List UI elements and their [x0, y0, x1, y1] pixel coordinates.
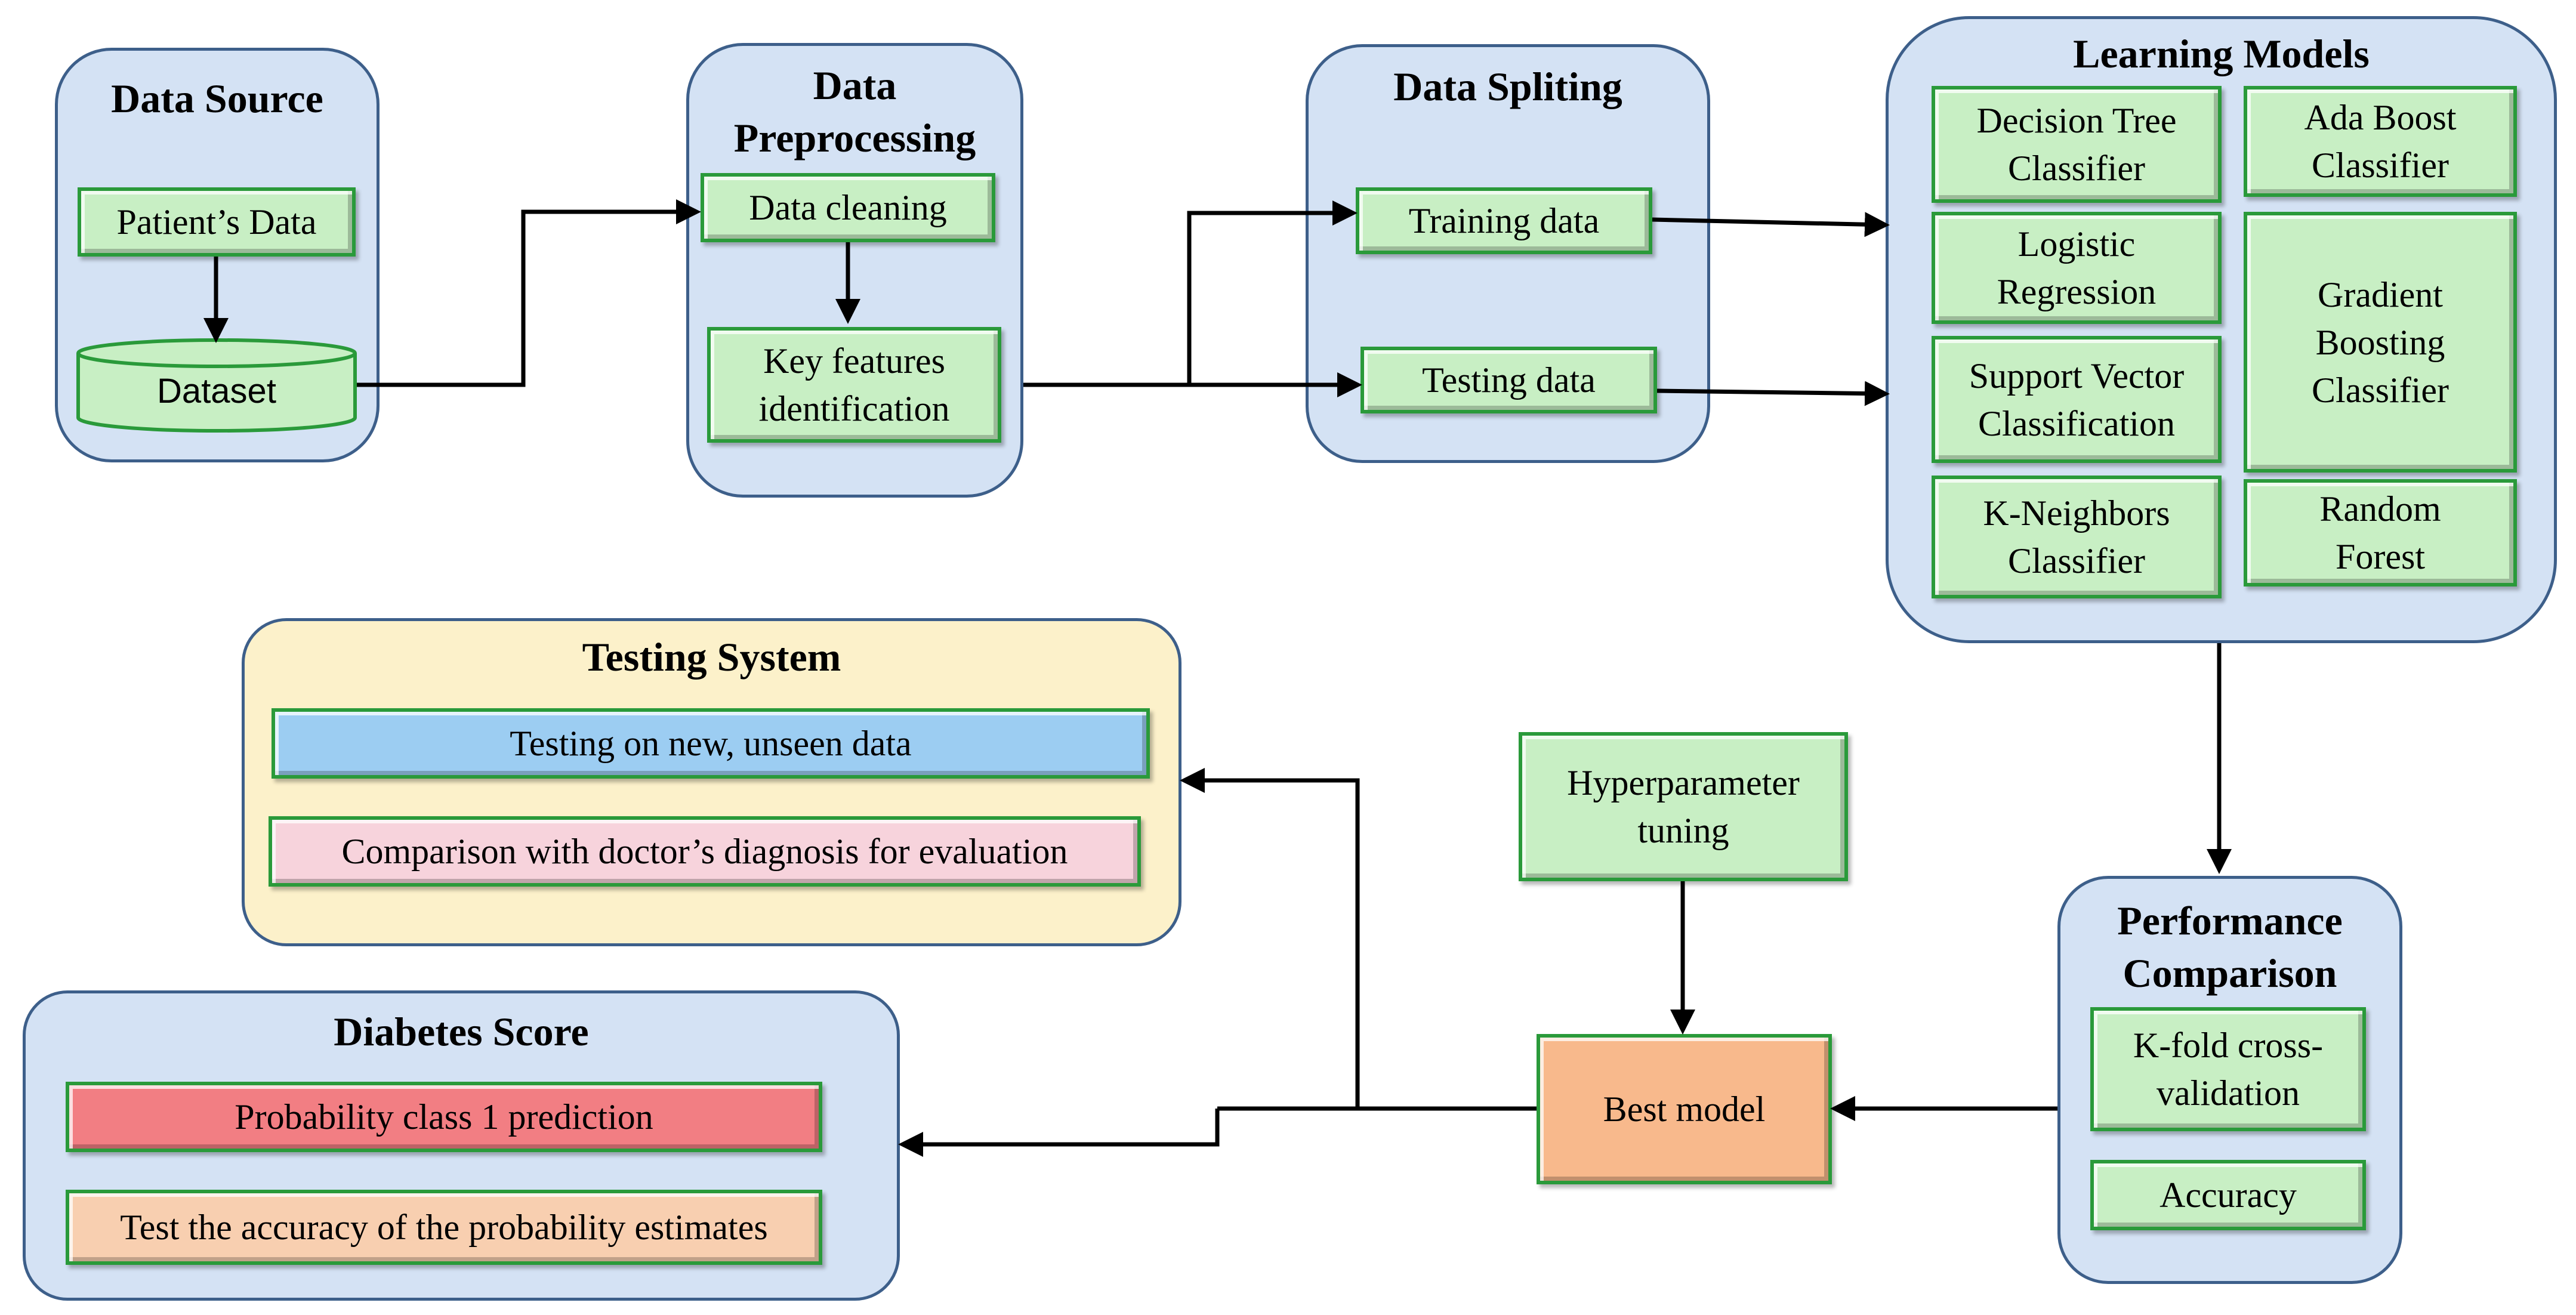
support-vector-box: Support Vector Classification — [1932, 336, 2222, 463]
performance-comparison-title: Performance Comparison — [2117, 898, 2343, 996]
testing-system-panel: Testing System — [242, 618, 1181, 946]
training-data-label: Training data — [1408, 201, 1600, 240]
ada-boost-label: Ada Boost Classifier — [2304, 98, 2457, 185]
testing-new-data-label: Testing on new, unseen data — [510, 724, 912, 763]
k-neighbors-label: K-Neighbors Classifier — [1983, 493, 2170, 581]
patient-data-box: Patient’s Data — [78, 187, 356, 257]
arrow-best-model-to-diabetes-score — [898, 1109, 1220, 1157]
kfold-label: K-fold cross-validation — [2133, 1026, 2324, 1113]
dataset-label: Dataset — [157, 371, 276, 410]
ada-boost-box: Ada Boost Classifier — [2244, 86, 2517, 197]
training-data-box: Training data — [1356, 187, 1652, 254]
key-features-label: Key features identification — [758, 341, 950, 428]
kfold-box: K-fold cross-validation — [2090, 1007, 2366, 1131]
probability-accuracy-box: Test the accuracy of the probability est… — [66, 1190, 822, 1265]
hyperparameter-tuning-box: Hyperparameter tuning — [1519, 732, 1848, 881]
data-cleaning-label: Data cleaning — [749, 188, 947, 227]
testing-system-title: Testing System — [582, 634, 841, 680]
hyperparameter-tuning-label: Hyperparameter tuning — [1567, 763, 1800, 850]
probability-accuracy-label: Test the accuracy of the probability est… — [120, 1208, 768, 1247]
data-spliting-title: Data Spliting — [1393, 64, 1622, 109]
probability-prediction-box: Probability class 1 prediction — [66, 1082, 822, 1152]
probability-prediction-label: Probability class 1 prediction — [235, 1097, 653, 1137]
random-forest-label: Random Forest — [2319, 489, 2441, 576]
arrow-training-to-models — [1652, 212, 1890, 237]
data-cleaning-box: Data cleaning — [701, 173, 995, 242]
logistic-regression-box: Logistic Regression — [1932, 212, 2222, 324]
gradient-boosting-label: Gradient Boosting Classifier — [2312, 274, 2449, 410]
best-model-label: Best model — [1603, 1089, 1766, 1129]
decision-tree-box: Decision Tree Classifier — [1932, 86, 2222, 203]
patient-data-label: Patient’s Data — [116, 202, 317, 242]
k-neighbors-box: K-Neighbors Classifier — [1932, 476, 2222, 598]
key-features-box: Key features identification — [707, 327, 1001, 443]
decision-tree-label: Decision Tree Classifier — [1976, 101, 2177, 188]
accuracy-box: Accuracy — [2090, 1160, 2366, 1230]
data-source-title: Data Source — [111, 76, 323, 121]
data-preprocessing-title: Data Preprocessing — [733, 63, 976, 160]
random-forest-box: Random Forest — [2244, 479, 2517, 586]
testing-new-data-box: Testing on new, unseen data — [272, 708, 1150, 779]
diabetes-score-title: Diabetes Score — [334, 1009, 589, 1054]
gradient-boosting-box: Gradient Boosting Classifier — [2244, 212, 2517, 473]
dataset-cylinder-shape — [76, 338, 357, 433]
accuracy-label: Accuracy — [2159, 1175, 2297, 1215]
arrow-dataset-to-cleaning — [357, 199, 701, 387]
arrow-best-model-to-testing-system — [1180, 768, 1360, 1109]
doctor-comparison-box: Comparison with doctor’s diagnosis for e… — [269, 816, 1141, 887]
learning-models-title: Learning Models — [2073, 31, 2370, 76]
support-vector-label: Support Vector Classification — [1969, 356, 2185, 443]
arrow-testing-to-models — [1656, 381, 1890, 406]
testing-data-label: Testing data — [1422, 360, 1596, 400]
logistic-regression-label: Logistic Regression — [1997, 224, 2157, 311]
arrow-to-training-data — [1187, 200, 1358, 385]
doctor-comparison-label: Comparison with doctor’s diagnosis for e… — [341, 832, 1068, 871]
best-model-box: Best model — [1537, 1034, 1832, 1184]
testing-data-box: Testing data — [1361, 347, 1657, 413]
